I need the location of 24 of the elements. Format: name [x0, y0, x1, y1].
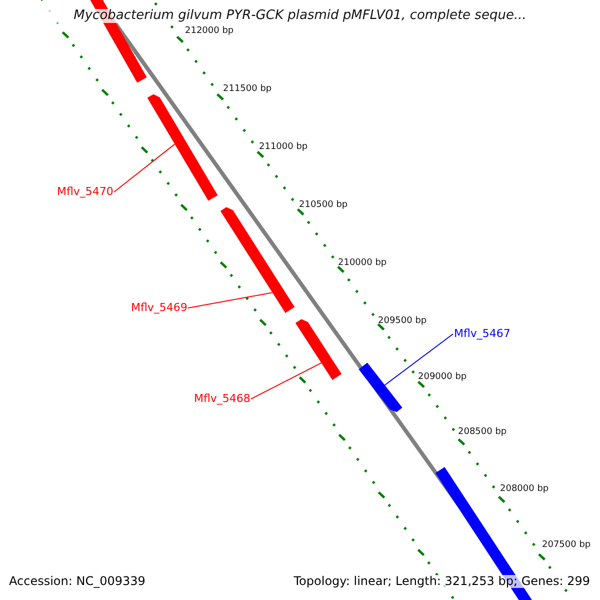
summary-text: Topology: linear; Length: 321,253 bp; Genes: 299 [294, 575, 590, 588]
leader-line [384, 334, 454, 386]
scale-label: 210500 bp [299, 201, 348, 211]
leader-line [114, 144, 176, 192]
scale-label: 208000 bp [500, 485, 549, 495]
scale-label: 208500 bp [458, 428, 507, 438]
gene-feature [295, 319, 342, 380]
gene-feature [147, 94, 218, 201]
leader-line [250, 362, 322, 400]
scale-label: 209500 bp [378, 317, 427, 327]
scale-label: 209000 bp [418, 373, 467, 383]
scale-label: 212000 bp [185, 27, 234, 37]
gene-label: Mflv_5468 [194, 393, 250, 406]
gene-label: Mflv_5467 [454, 328, 510, 340]
gene-label: Mflv_5469 [131, 302, 188, 314]
gene-feature [358, 362, 402, 412]
scale-label: 211000 bp [259, 143, 308, 153]
leader-line [188, 292, 273, 308]
gene-feature [220, 207, 295, 313]
gene-label: Mflv_5470 [57, 186, 114, 198]
scale-label: 210000 bp [338, 259, 387, 269]
accession-text: Accession: NC_009339 [9, 575, 146, 588]
scale-label: 211500 bp [223, 85, 272, 95]
scale-label: 207500 bp [542, 541, 591, 551]
